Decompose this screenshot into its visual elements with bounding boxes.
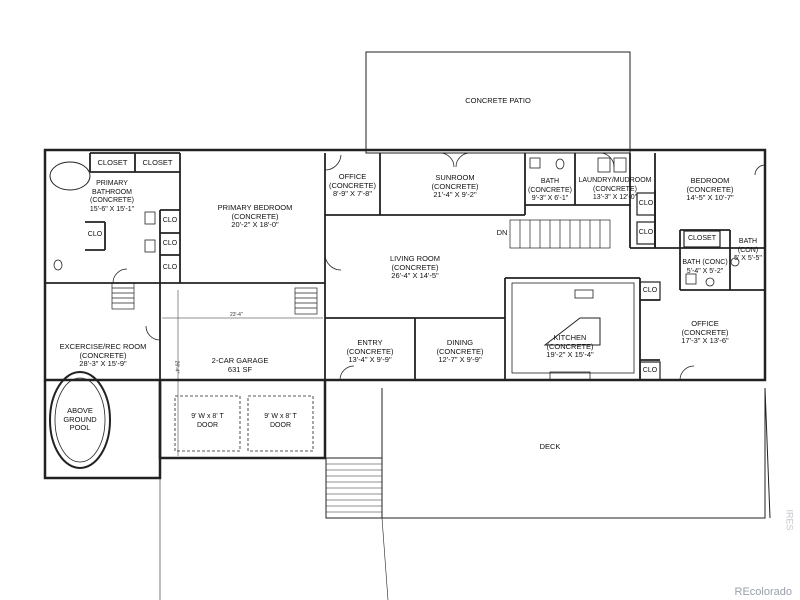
primary-bathroom-label: PRIMARY BATHROOM (CONCRETE) 15'-6" X 15'… bbox=[89, 180, 135, 213]
garage-width-dimension: 23'-4" bbox=[230, 312, 243, 318]
house-outline bbox=[43, 148, 767, 382]
clo-label-6: CLO bbox=[87, 231, 103, 238]
stairs-down bbox=[509, 219, 611, 249]
stairs-down-label: DN bbox=[496, 228, 508, 237]
closet-label-1: CLOSET bbox=[97, 158, 128, 167]
deck-edge bbox=[764, 387, 771, 519]
fixtures bbox=[53, 157, 740, 381]
garage-door-1-label: 9' W x 8' T DOOR bbox=[191, 413, 224, 429]
site-line-bottom bbox=[381, 517, 389, 600]
stairs-garage bbox=[111, 282, 318, 315]
deck-outline bbox=[381, 388, 766, 519]
patio-label: CONCRETE PATIO bbox=[465, 96, 531, 105]
bath-1-label: BATH (CONCRETE) 9'-3" X 6'-1" bbox=[528, 178, 572, 203]
clo-label-5: CLO bbox=[162, 264, 178, 271]
door-swings bbox=[112, 152, 766, 381]
garage-door-2-label: 9' W x 8' T DOOR bbox=[264, 413, 297, 429]
closet-label-2: CLOSET bbox=[142, 158, 173, 167]
deck-label: DECK bbox=[539, 442, 561, 451]
recolorado-watermark: REcolorado bbox=[734, 586, 792, 598]
living-room-label: LIVING ROOM (CONCRETE) 26'-4" X 14'-5" bbox=[389, 254, 440, 281]
deck-stair-treads bbox=[326, 463, 382, 513]
clo-label-7: CLO bbox=[642, 287, 658, 294]
garage-label: 2-CAR GARAGE 631 SF bbox=[211, 356, 269, 374]
laundry-label: LAUNDRY/MUDROOM (CONCRETE) 13'-3" X 12'-… bbox=[578, 177, 652, 202]
bathtub bbox=[49, 161, 91, 191]
clo-label-1: CLO bbox=[638, 200, 654, 207]
bath-2-label: BATH (CON) 5' X 5'-5" bbox=[734, 238, 762, 263]
exercise-room-label: EXCERCISE/REC ROOM (CONCRETE) 28'-3" X 1… bbox=[59, 342, 147, 369]
clo-label-4: CLO bbox=[162, 240, 178, 247]
garage-dimension-lines bbox=[162, 290, 323, 456]
clo-label-8: CLO bbox=[642, 367, 658, 374]
garage-doors bbox=[174, 395, 314, 452]
sunroom-label: SUNROOM (CONCRETE) 21'-4" X 9'-2" bbox=[431, 173, 479, 200]
kitchen-island bbox=[543, 317, 601, 346]
bedroom-label: BEDROOM (CONCRETE) 14'-5" X 10'-7" bbox=[686, 176, 734, 203]
clo-label-3: CLO bbox=[162, 217, 178, 224]
entry-label: ENTRY (CONCRETE) 13'-4" X 9'-9" bbox=[346, 338, 394, 365]
closet-boxes bbox=[636, 192, 721, 381]
garage-depth-dimension: 26'-4" bbox=[173, 360, 180, 374]
patio-outline bbox=[365, 51, 631, 154]
kitchen-counter bbox=[511, 282, 635, 374]
ires-mark: IRES bbox=[784, 509, 795, 531]
primary-bedroom-label: PRIMARY BEDROOM (CONCRETE) 20'-2" X 18'-… bbox=[217, 203, 293, 230]
office-1-label: OFFICE (CONCRETE) 8'-9" X 7'-8" bbox=[328, 172, 377, 199]
pool-shape bbox=[49, 371, 111, 469]
clo-label-2: CLO bbox=[638, 229, 654, 236]
dining-label: DINING (CONCRETE) 12'-7" X 9'-9" bbox=[436, 338, 484, 365]
pool-label: ABOVE GROUND POOL bbox=[63, 406, 97, 433]
kitchen-label: KITCHEN (CONCRETE) 19'-2" X 15'-4" bbox=[546, 333, 594, 360]
garage-outline bbox=[158, 380, 327, 460]
office-2-label: OFFICE (CONCRETE) 17'-3" X 13'-6" bbox=[681, 319, 729, 346]
closet-label-3: CLOSET bbox=[687, 235, 716, 242]
bath-3-label: BATH (CONC) 5'-4" X 5'-2" bbox=[682, 259, 728, 275]
